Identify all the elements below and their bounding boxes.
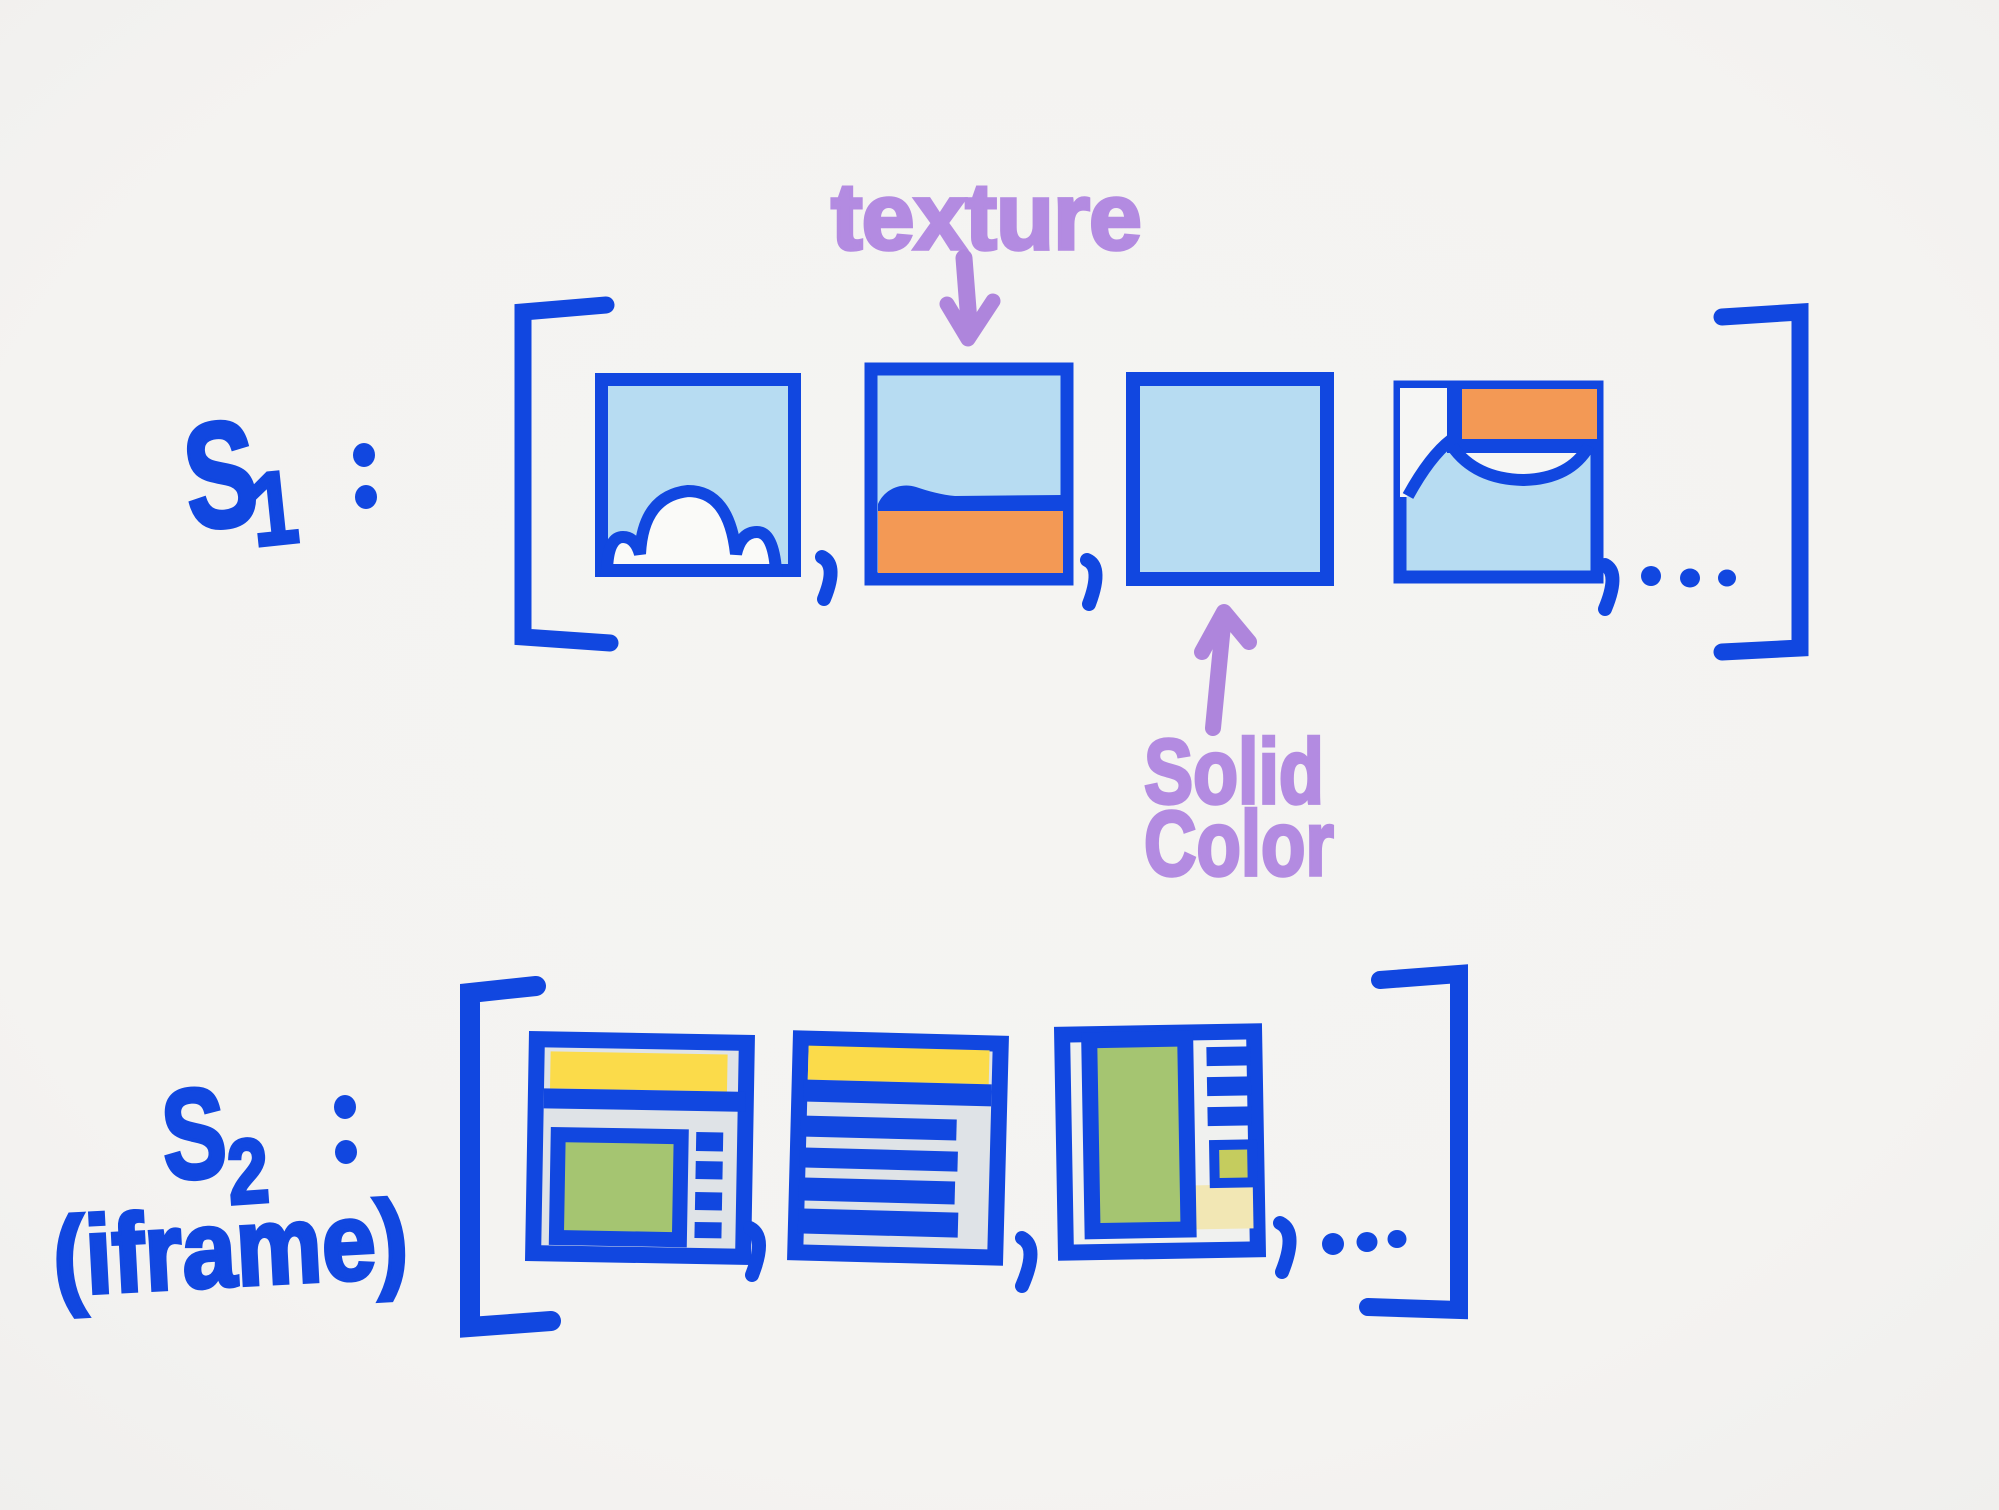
svg-text:texture: texture	[831, 164, 1141, 270]
svg-text:Solid: Solid	[1144, 720, 1324, 823]
svg-text:(iframe): (iframe)	[50, 1177, 411, 1319]
svg-text:2: 2	[224, 1120, 271, 1224]
svg-text:S: S	[157, 1060, 231, 1207]
svg-text:Color: Color	[1144, 792, 1334, 895]
